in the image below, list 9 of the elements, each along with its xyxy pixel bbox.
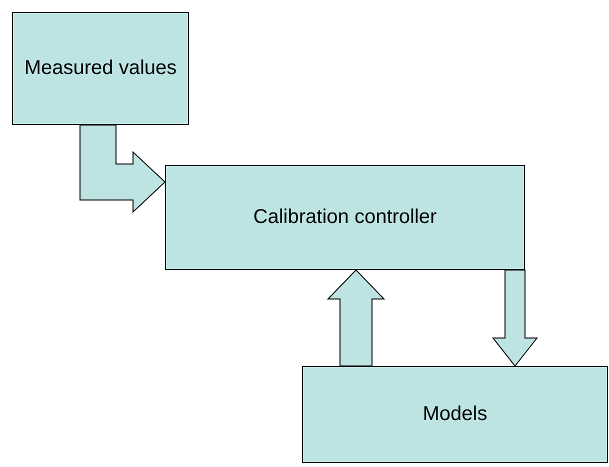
block-arrow	[492, 270, 538, 367]
box-label: Calibration controller	[253, 206, 437, 229]
process-box	[12, 12, 189, 125]
block-arrow	[80, 124, 166, 214]
process-box	[165, 165, 525, 270]
block-arrow	[326, 269, 386, 366]
box-label: Measured values	[24, 57, 177, 80]
process-box	[302, 366, 608, 463]
box-label: Models	[422, 403, 488, 426]
